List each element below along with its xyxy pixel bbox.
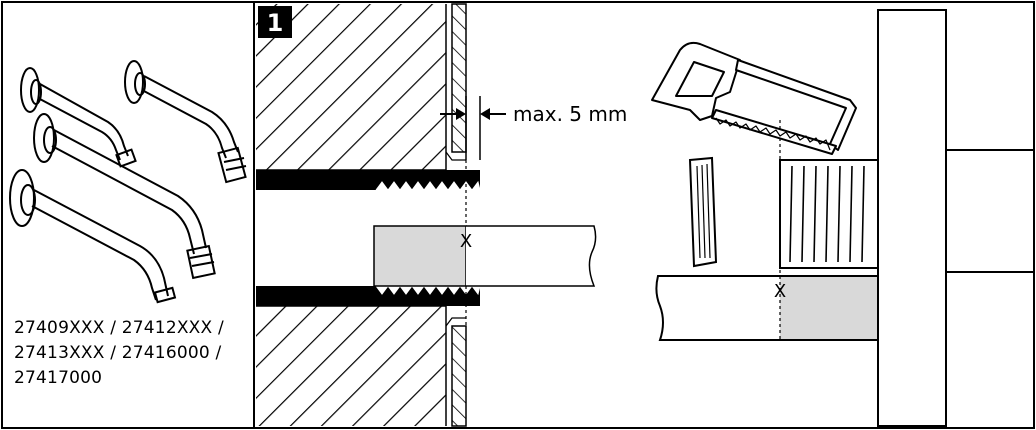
shower-arm-longest-bottom — [9, 169, 177, 304]
dimension-marker — [440, 96, 506, 160]
cut-mark-right: X — [774, 281, 786, 302]
cut-mark-left: X — [460, 231, 472, 252]
pipe-wall-lower — [256, 286, 480, 306]
tile-layer-upper — [451, 3, 467, 153]
pipe-insert-grey — [373, 225, 467, 287]
shower-arm-long-middle — [33, 113, 216, 280]
shower-arms-illustration — [9, 60, 247, 304]
pipe-thread-upper — [375, 180, 481, 191]
shower-arm-short-right — [124, 60, 247, 184]
stub-threads — [789, 165, 865, 263]
hacksaw-icon — [651, 41, 857, 155]
wall-board — [877, 9, 947, 427]
pipe-wall-upper — [256, 170, 480, 190]
step-badge — [258, 6, 292, 38]
tile-layer-lower — [451, 325, 467, 427]
max-gap-label: max. 5 mm — [513, 102, 627, 126]
step-number: 1 — [267, 9, 284, 37]
shower-arm-short-left — [20, 67, 137, 168]
cut-off-pipe-segment — [688, 156, 718, 268]
product-model-codes: 27409XXX / 27412XXX / 27413XXX / 2741600… — [14, 316, 254, 391]
pipe-long-grey — [780, 277, 877, 339]
model-code-line: 27409XXX / 27412XXX / — [14, 318, 224, 338]
pipe-insert-white — [466, 225, 597, 287]
model-code-line: 27413XXX / 27416000 / — [14, 343, 222, 363]
model-code-line: 27417000 — [14, 368, 103, 388]
wall-section-lower — [256, 306, 446, 426]
